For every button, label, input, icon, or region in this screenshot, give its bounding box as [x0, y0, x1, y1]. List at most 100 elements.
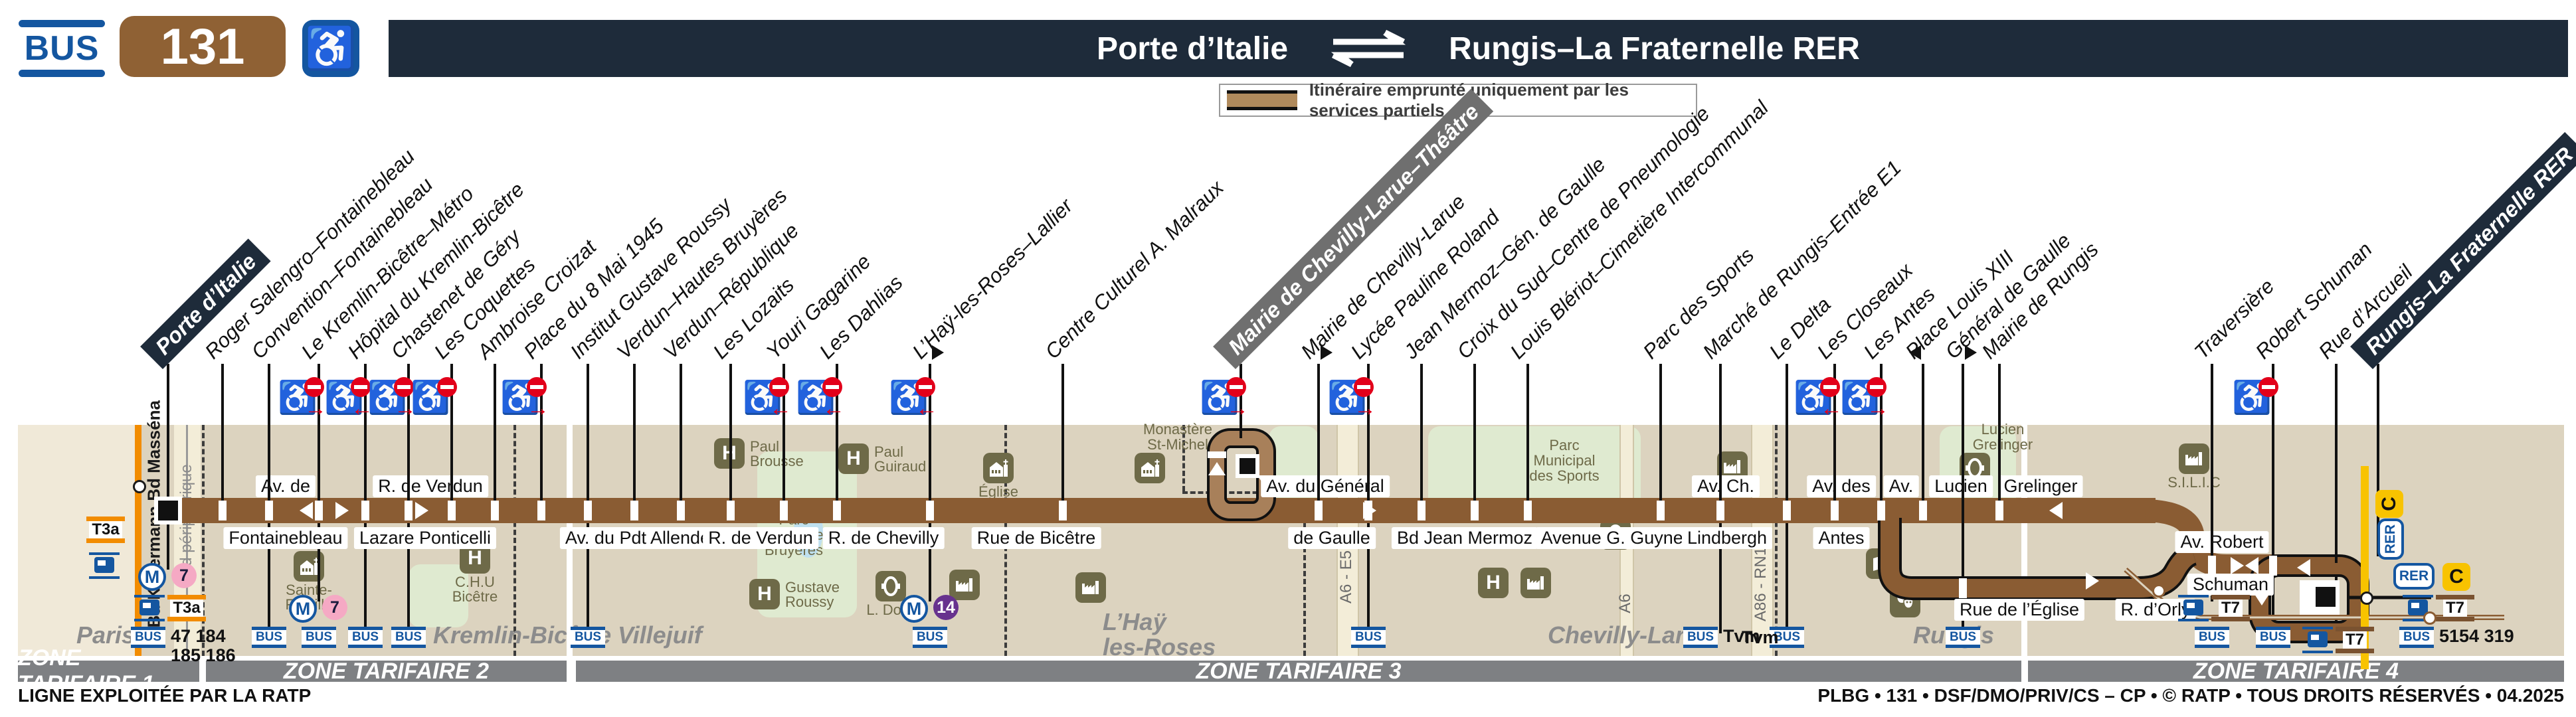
- wheelchair-access-icon: ♿ →: [367, 377, 419, 421]
- stop-connector-line: [1061, 364, 1064, 502]
- theater-masks-icon: [1890, 587, 1920, 617]
- bus-icon: BUS: [2399, 627, 2434, 648]
- stop-connector-line: [782, 364, 785, 502]
- factory-icon: [1075, 572, 1106, 603]
- stop-connector-line: [1420, 364, 1423, 502]
- landmark: Monastère St-Michel: [1135, 422, 1221, 483]
- city-boundary: [513, 425, 516, 656]
- stop-label: Jean Mermoz–Gén. de Gaulle: [1399, 153, 1610, 364]
- stop-connector-line: [450, 364, 453, 502]
- stop-connector-line: [729, 364, 732, 502]
- title-to: Rungis–La Fraternelle RER: [1449, 31, 1860, 66]
- wheelchair-access-icon: ♿: [2232, 377, 2284, 421]
- stop-connector-line: [167, 364, 169, 502]
- stop-tick: [537, 501, 545, 520]
- bus-icon: BUS: [1946, 627, 1980, 648]
- bus-routes-label: Tvm: [1723, 626, 1760, 646]
- stop-tick: [584, 501, 592, 520]
- junction-dot: [2423, 611, 2437, 625]
- stop-tick: [780, 501, 788, 520]
- stop-tick: [405, 501, 413, 520]
- wheelchair-access-icon: ♿ →: [500, 377, 552, 421]
- highway-label: A6 - E5: [1337, 550, 1355, 604]
- stop-tick: [448, 501, 456, 520]
- wheelchair-access-icon: ♿: [411, 377, 462, 421]
- landmark: [949, 570, 980, 600]
- wheelchair-access-icon: ♿ →: [1840, 377, 1892, 421]
- stop-tick: [1315, 501, 1323, 520]
- stop-tick: [1783, 501, 1791, 520]
- street-label: Fontainebleau: [223, 527, 348, 549]
- connection-line: [268, 523, 270, 633]
- stop-tick: [1471, 501, 1479, 520]
- stop-connector-line: [680, 364, 682, 502]
- bus-icon: BUS: [391, 627, 426, 648]
- t3a-tram-line: [135, 425, 141, 656]
- landmark-label: Parc Municipal des Sports: [1529, 437, 1600, 484]
- factory-icon: [1520, 568, 1551, 598]
- street-label: de Gaulle: [1288, 527, 1376, 549]
- landmark-label: C.H.U Bicêtre: [452, 574, 498, 605]
- connection-line: [364, 523, 367, 633]
- stop-connector-line: [1833, 364, 1836, 502]
- direction-arrow: [2297, 559, 2310, 576]
- direction-arrow: [300, 502, 313, 519]
- wheelchair-access-icon: ♿ ←: [889, 377, 941, 421]
- fare-zone-bar: ZONE TARIFAIRE 4: [2028, 659, 2564, 684]
- bus-routes-label: 5154 319: [2439, 626, 2514, 646]
- landmark: [1890, 587, 1920, 617]
- connection-line: [407, 523, 410, 633]
- direction-arrow: [1257, 475, 1275, 489]
- stop-tick: [361, 501, 369, 520]
- city-boundary: [1303, 491, 1306, 656]
- direction-arrow: [2245, 557, 2258, 574]
- bus-logo: BUS: [19, 20, 105, 77]
- factory-icon: [2179, 443, 2209, 474]
- junction-dot: [133, 480, 146, 493]
- tram-icon: [89, 552, 120, 579]
- bus-icon: BUS: [1683, 627, 1718, 648]
- double-arrow-icon: [1331, 30, 1406, 67]
- wheelchair-access-icon: ♿ →: [1200, 377, 1251, 421]
- stop-label: Rungis–La Fraternelle RER: [2350, 131, 2576, 369]
- no-entry-icon: [1820, 377, 1840, 397]
- street-label: Av. de: [255, 475, 316, 497]
- stop-connector-line: [1998, 364, 2001, 502]
- stop-tick: [677, 501, 685, 520]
- metro-icon: M: [289, 595, 317, 623]
- connection-line: [318, 523, 320, 601]
- t7-badge: T7: [2336, 627, 2374, 654]
- stop-connector-line: [836, 364, 838, 502]
- stop-connector-line: [540, 364, 543, 502]
- tram-icon: [2178, 595, 2209, 621]
- bus-icon: BUS: [913, 627, 947, 648]
- tram-icon: [2302, 627, 2333, 653]
- street-label: Lindbergh: [1681, 527, 1773, 549]
- bus-routes-label: 47 184 185 186: [171, 626, 236, 666]
- junction-dot: [2152, 584, 2165, 598]
- operator-note: LIGNE EXPLOITÉE PAR LA RATP: [18, 685, 312, 706]
- direction-arrow: [2253, 592, 2270, 605]
- wheelchair-access-icon: ♿ ←: [743, 377, 794, 421]
- bus-icon: BUS: [1351, 627, 1386, 648]
- direction-arrow: [1363, 502, 1376, 519]
- landmark-label: Gustave Roussy: [785, 579, 840, 611]
- stop-connector-line: [494, 364, 496, 502]
- street-label: Av. des: [1807, 475, 1876, 497]
- factory-icon: [949, 570, 980, 600]
- city-label: Villejuif: [618, 621, 702, 649]
- rer-c-line-badge: C: [2375, 490, 2403, 518]
- street-label: Av. Robert: [2175, 531, 2269, 553]
- direction-arrow: [2049, 502, 2063, 519]
- connection-line: [587, 523, 589, 633]
- stop-connector-line: [2272, 364, 2274, 563]
- stop-tick: [1657, 501, 1665, 520]
- landmark: Lucien Grelinger: [1960, 422, 2046, 483]
- stadium-icon: [875, 571, 906, 601]
- no-entry-icon: [1226, 377, 1246, 397]
- wheelchair-access-icon: ♿ →: [1327, 377, 1379, 421]
- stop-connector-line: [1659, 364, 1662, 502]
